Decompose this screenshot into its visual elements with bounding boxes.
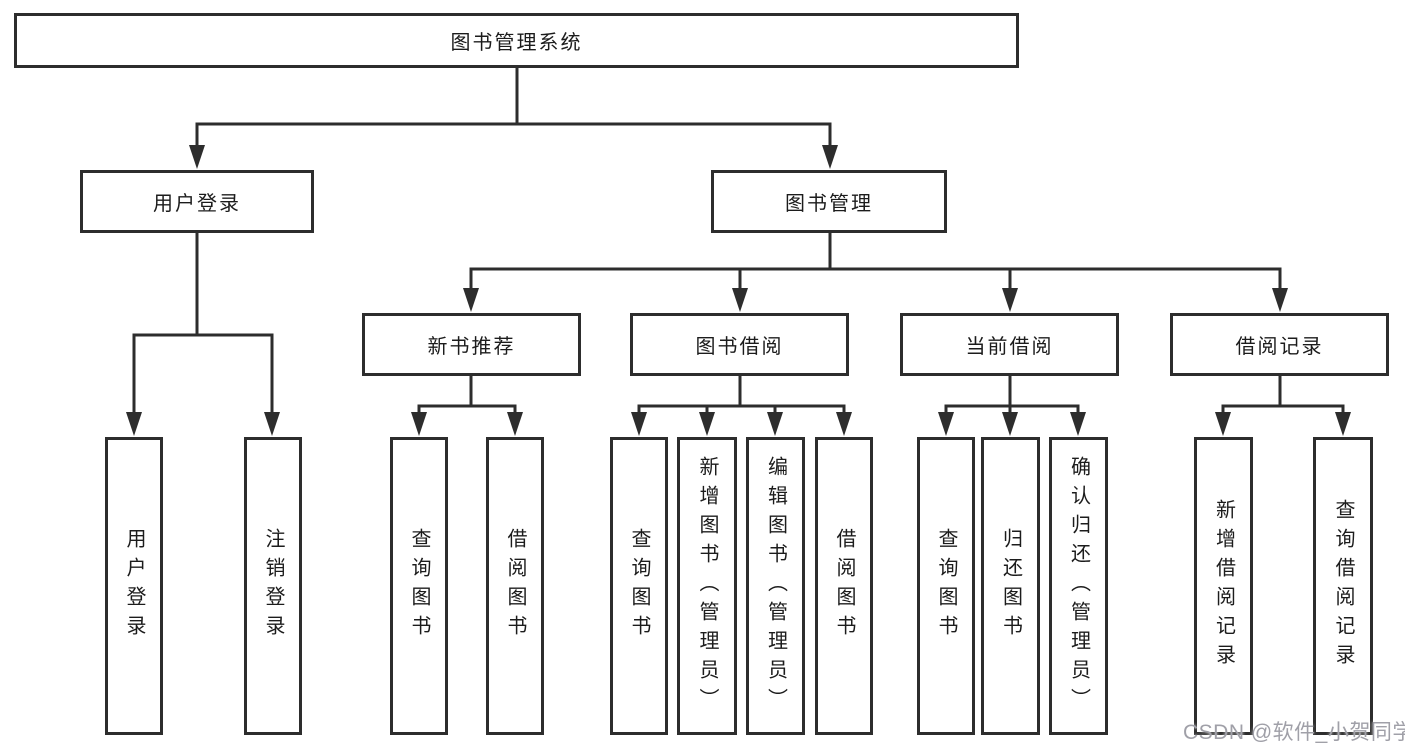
csdn-watermark: CSDN @软件_小贺同学 [1183,721,1405,744]
leaf-records-add-record: 新增借阅记录 [1194,437,1253,735]
leaf-borrow-add-books-admin: 新增图书（管理员） [677,437,737,735]
leaf-current-confirm-return-admin: 确认归还（管理员） [1049,437,1108,735]
leaf-logout: 注销登录 [244,437,302,735]
leaf-borrow-edit-books-admin: 编辑图书（管理员） [746,437,805,735]
leaf-user-login: 用户登录 [105,437,163,735]
leaf-current-return-books: 归还图书 [981,437,1040,735]
leaf-records-query-record: 查询借阅记录 [1313,437,1373,735]
node-root: 图书管理系统 [14,13,1019,68]
node-new-book-recommend: 新书推荐 [362,313,581,376]
leaf-recommend-query-books: 查询图书 [390,437,448,735]
leaf-current-query-books: 查询图书 [917,437,975,735]
node-borrow-records: 借阅记录 [1170,313,1389,376]
node-book-management: 图书管理 [711,170,947,233]
leaf-borrow-query-books: 查询图书 [610,437,668,735]
node-book-borrow: 图书借阅 [630,313,849,376]
arrowhead [189,145,205,169]
node-user-login-group: 用户登录 [80,170,314,233]
leaf-borrow-borrow-books: 借阅图书 [815,437,873,735]
node-current-borrow: 当前借阅 [900,313,1119,376]
leaf-recommend-borrow-books: 借阅图书 [486,437,544,735]
